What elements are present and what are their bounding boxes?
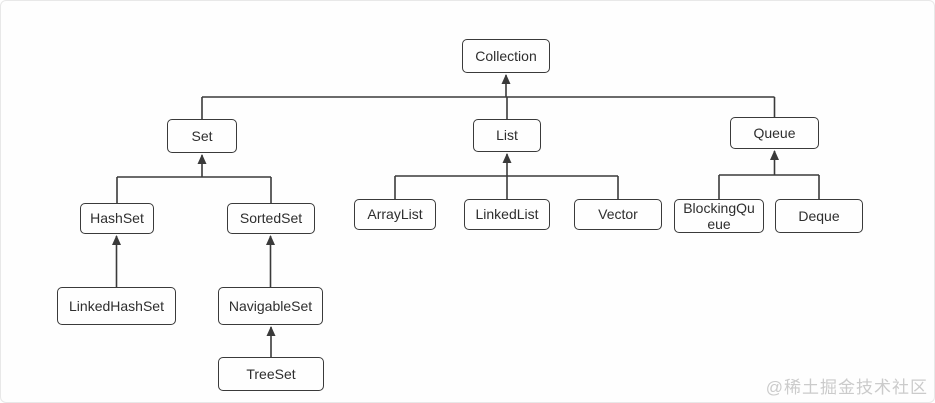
node-arraylist: ArrayList [354,199,436,230]
node-set: Set [167,119,237,153]
watermark: @稀土掘金技术社区 [765,378,928,397]
node-navigableset: NavigableSet [218,287,323,325]
node-vector: Vector [574,199,662,230]
node-list: List [473,119,541,152]
node-collection: Collection [462,39,550,73]
node-sortedset: SortedSet [227,203,315,234]
inheritance-arrows [112,74,820,357]
node-linkedlist: LinkedList [464,199,550,230]
node-linkedhashset: LinkedHashSet [57,287,176,325]
node-blockingqueue: BlockingQueue [674,199,764,233]
node-hashset: HashSet [80,203,154,234]
node-deque: Deque [775,199,863,233]
node-queue: Queue [730,117,819,149]
node-treeset: TreeSet [218,357,324,391]
